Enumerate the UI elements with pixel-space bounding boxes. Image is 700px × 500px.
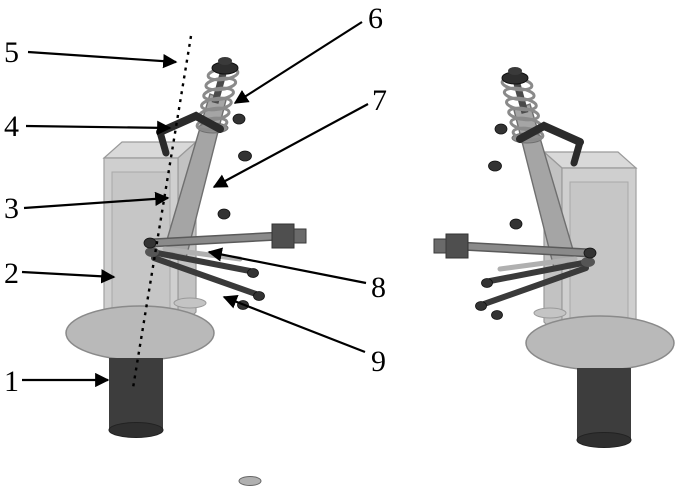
- callout-4: 4: [4, 110, 19, 143]
- callout-9: 9: [371, 345, 386, 378]
- leader-6: [233, 21, 363, 104]
- leader-5: [27, 50, 178, 69]
- leader-2: [21, 269, 116, 284]
- steering-axis-dotted-line: [131, 35, 193, 389]
- leader-3: [23, 191, 170, 210]
- leader-7: [212, 103, 369, 188]
- callout-5: 5: [4, 36, 19, 69]
- leader-8: [207, 247, 367, 285]
- callout-3: 3: [4, 192, 19, 225]
- leader-9: [222, 295, 366, 354]
- leader-4: [25, 120, 172, 135]
- leader-lines: [21, 21, 369, 388]
- callout-6: 6: [368, 2, 383, 35]
- callout-7: 7: [372, 84, 387, 117]
- callout-1: 1: [4, 365, 19, 398]
- callout-2: 2: [4, 257, 19, 290]
- ground-pad: [238, 476, 262, 486]
- assembly-right-view: [434, 67, 674, 448]
- callout-numbers: 5 4 3 2 1 6 7 8 9: [4, 2, 387, 398]
- callout-8: 8: [371, 271, 386, 304]
